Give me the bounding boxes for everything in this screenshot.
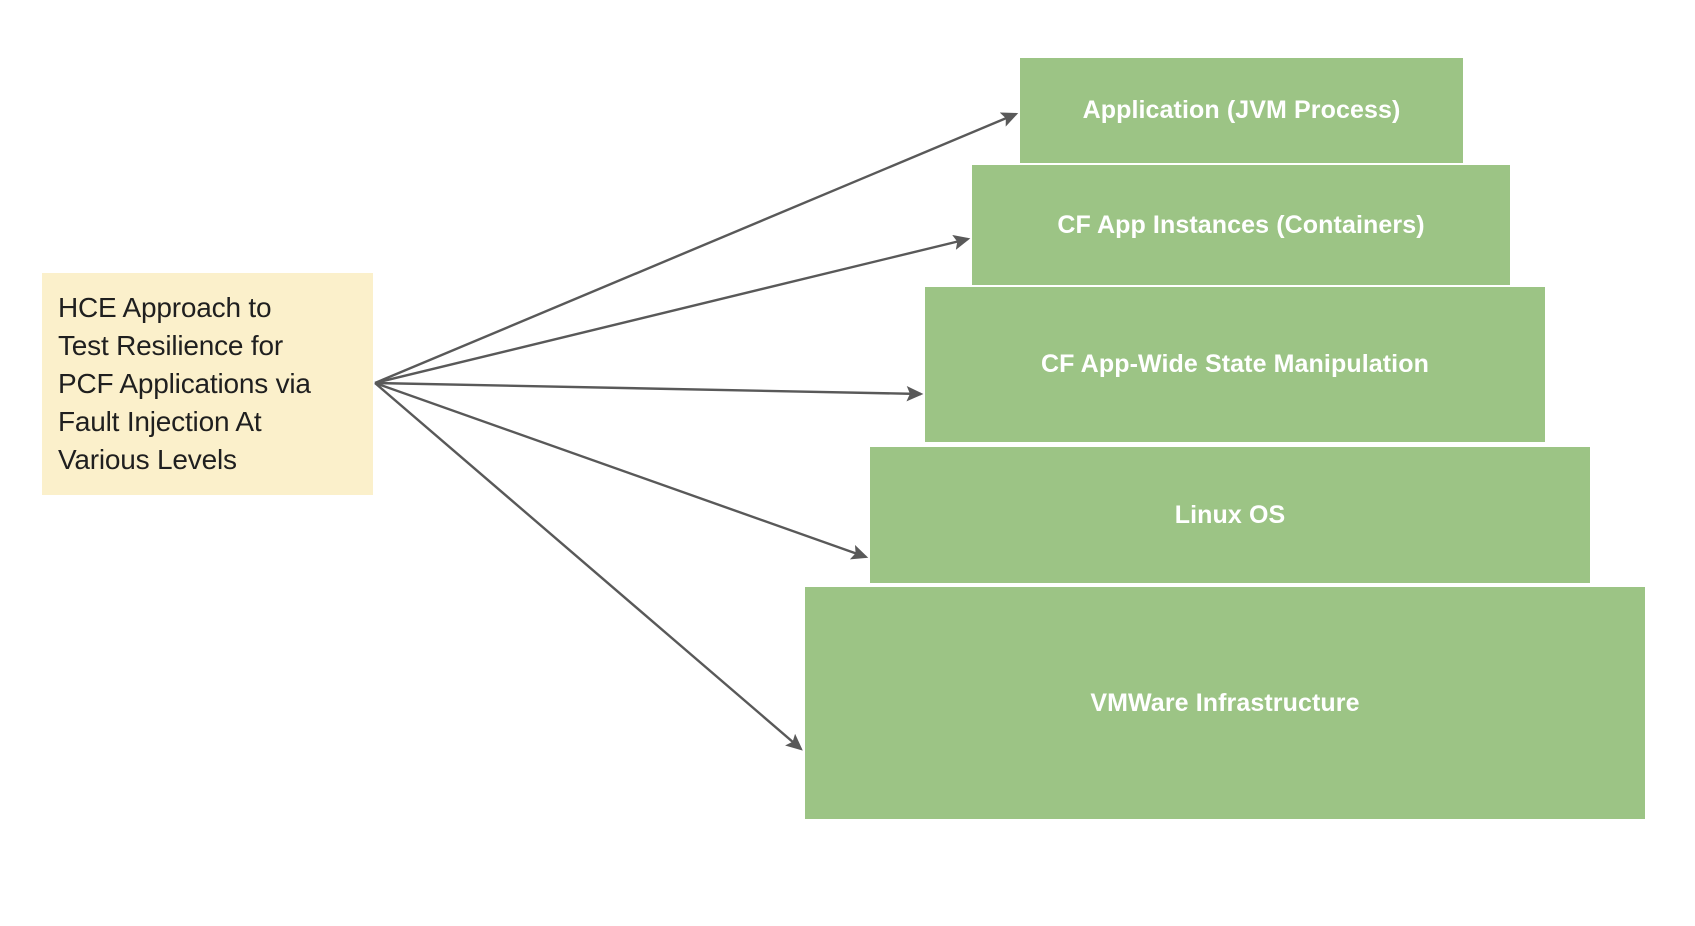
hce-approach-note-text: HCE Approach to Test Resilience for PCF … <box>58 292 311 475</box>
layer-box-vmware-infrastructure[interactable]: VMWare Infrastructure <box>805 587 1645 819</box>
arrow-to-application-jvm-process <box>374 112 1019 385</box>
layer-label-cf-app-wide-state-manipulation: CF App-Wide State Manipulation <box>1041 350 1429 378</box>
arrow-to-vmware-infrastructure <box>374 382 803 751</box>
hce-approach-note: HCE Approach to Test Resilience for PCF … <box>42 273 373 495</box>
layer-label-vmware-infrastructure: VMWare Infrastructure <box>1090 688 1360 717</box>
arrow-to-linux-os <box>374 381 869 560</box>
layer-box-application-jvm-process[interactable]: Application (JVM Process) <box>1020 58 1463 163</box>
layer-label-cf-app-instances-containers: CF App Instances (Containers) <box>1057 210 1425 239</box>
arrow-to-cf-app-instances-containers <box>374 234 971 385</box>
layer-box-linux-os[interactable]: Linux OS <box>870 447 1590 583</box>
layer-box-cf-app-wide-state-manipulation[interactable]: CF App-Wide State Manipulation <box>925 287 1545 442</box>
layer-box-cf-app-instances-containers[interactable]: CF App Instances (Containers) <box>972 165 1510 285</box>
layer-label-linux-os: Linux OS <box>1174 500 1286 529</box>
arrow-to-cf-app-wide-state-manipulation <box>374 381 924 402</box>
layer-label-application-jvm-process: Application (JVM Process) <box>1082 96 1401 124</box>
